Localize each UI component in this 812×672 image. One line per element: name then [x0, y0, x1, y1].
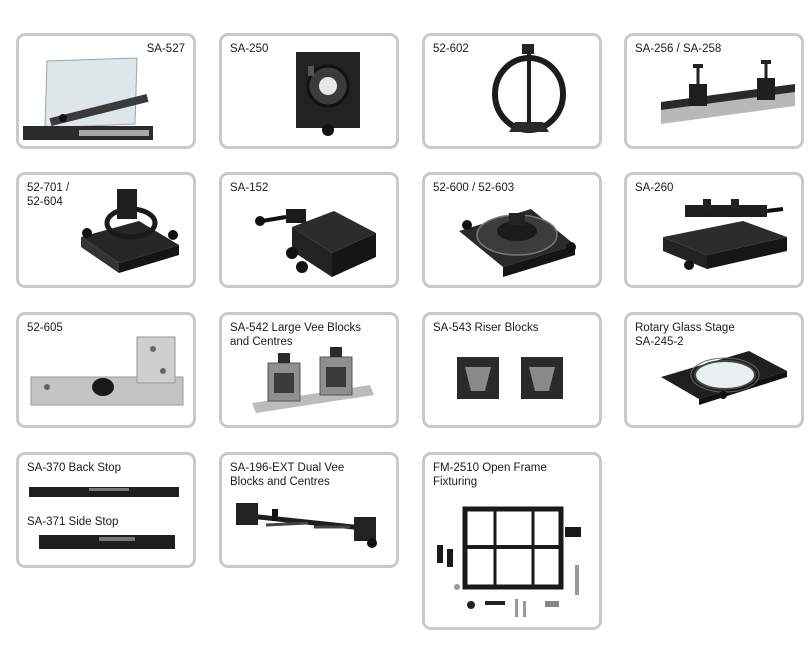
vise-block-icon: [663, 199, 787, 270]
rotary-fixture-icon: [81, 189, 179, 273]
product-card-52-600-52-603[interactable]: 52-600 / 52-603: [422, 172, 602, 288]
product-card-sa-256-sa-258[interactable]: SA-256 / SA-258: [624, 33, 804, 149]
product-label-secondary: SA-371 Side Stop: [27, 516, 119, 528]
dual-vee-blocks-icon: [236, 503, 377, 548]
centring-block-icon: [296, 52, 360, 136]
product-card-sa-260[interactable]: SA-260: [624, 172, 804, 288]
glass-plate-stage-icon: [23, 57, 153, 140]
product-card-52-605[interactable]: 52-605: [16, 312, 196, 428]
product-card-sa-370-sa-371[interactable]: SA-370 Back Stop SA-371 Side Stop: [16, 452, 196, 568]
product-label: SA-152: [230, 182, 269, 194]
product-card-sa-527[interactable]: SA-527: [16, 33, 196, 149]
product-label: Rotary Glass Stage SA-245-2: [635, 322, 735, 348]
product-card-sa-196-ext[interactable]: SA-196-EXT Dual Vee Blocks and Centres: [219, 452, 399, 568]
product-label: 52-701 / 52-604: [27, 182, 70, 208]
open-frame-kit-icon: [437, 506, 581, 617]
product-label: SA-256 / SA-258: [635, 43, 722, 55]
product-card-52-701-52-604[interactable]: 52-701 / 52-604: [16, 172, 196, 288]
angle-bracket-icon: [30, 336, 184, 406]
stop-bars-icon: [29, 487, 179, 549]
rotary-glass-stage-icon: [661, 351, 787, 405]
product-label: SA-260: [635, 182, 674, 194]
product-card-sa-152[interactable]: SA-152: [219, 172, 399, 288]
product-card-52-602[interactable]: 52-602: [422, 33, 602, 149]
product-label: SA-370 Back Stop: [27, 462, 121, 474]
product-card-sa-250[interactable]: SA-250: [219, 33, 399, 149]
product-card-sa-542[interactable]: SA-542 Large Vee Blocks and Centres: [219, 312, 399, 428]
product-label: SA-250: [230, 43, 269, 55]
product-label: SA-542 Large Vee Blocks and Centres: [230, 322, 362, 348]
rotary-chuck-icon: [459, 209, 576, 277]
riser-blocks-icon: [457, 357, 563, 399]
product-label: 52-602: [433, 43, 469, 55]
product-label: SA-196-EXT Dual Vee Blocks and Centres: [230, 462, 345, 488]
ring-vee-holder-icon: [492, 44, 566, 133]
product-label: 52-605: [27, 322, 63, 334]
product-label: SA-543 Riser Blocks: [433, 322, 539, 334]
product-card-fm-2510[interactable]: FM-2510 Open Frame Fixturing: [422, 452, 602, 630]
product-card-rotary-glass-stage[interactable]: Rotary Glass Stage SA-245-2: [624, 312, 804, 428]
angle-plate-icon: [255, 209, 376, 277]
product-label: 52-600 / 52-603: [433, 182, 515, 194]
large-vee-blocks-icon: [252, 347, 374, 413]
product-card-sa-543[interactable]: SA-543 Riser Blocks: [422, 312, 602, 428]
product-label: FM-2510 Open Frame Fixturing: [433, 462, 547, 488]
rail-centres-icon: [661, 60, 795, 124]
product-label: SA-527: [146, 43, 185, 55]
